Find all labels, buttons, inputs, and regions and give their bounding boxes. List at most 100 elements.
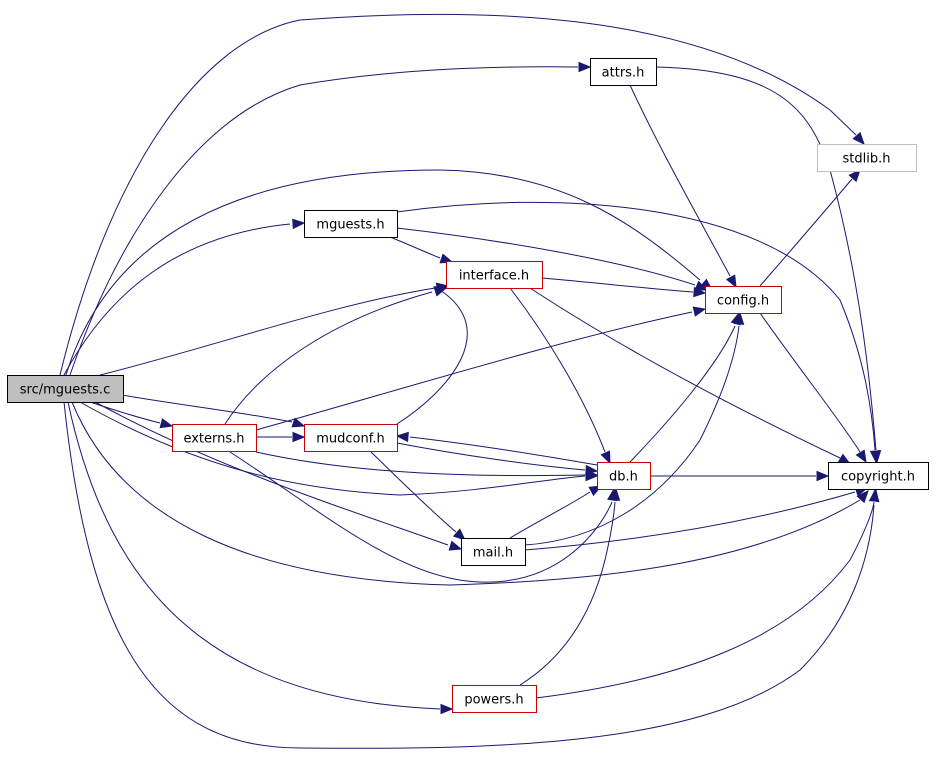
edge-interface-h-to-copyright-h	[529, 287, 852, 465]
edge-mguests-c-to-mguests-h	[63, 218, 306, 376]
node-stdlib-h[interactable]: stdlib.h	[817, 144, 917, 172]
edge-line	[629, 84, 731, 277]
arrowhead-icon	[852, 131, 865, 145]
edge-mguests-c-to-mail-h	[94, 401, 463, 551]
edge-mguests-c-to-copyright-h	[71, 401, 869, 586]
edge-line	[63, 223, 291, 376]
edge-line	[369, 450, 457, 533]
node-box	[817, 144, 917, 172]
edge-line	[509, 491, 591, 539]
edge-line	[409, 436, 598, 466]
node-mudconf-h[interactable]: mudconf.h	[304, 424, 398, 452]
arrowhead-icon	[725, 274, 737, 289]
edge-line	[396, 201, 876, 451]
node-label: copyright.h	[841, 470, 915, 485]
edge-interface-h-to-db-h	[509, 287, 611, 465]
arrowhead-icon	[607, 487, 618, 502]
edge-interface-h-to-config-h	[541, 277, 707, 298]
edge-line	[396, 442, 586, 471]
node-box	[304, 210, 398, 238]
node-mguests-h[interactable]: mguests.h	[304, 210, 398, 238]
arrowhead-icon	[855, 449, 867, 464]
edges-layer	[59, 13, 882, 749]
arrowhead-icon	[292, 218, 306, 230]
edge-line	[224, 291, 433, 425]
arrowhead-icon	[694, 280, 709, 291]
edge-line	[94, 401, 449, 546]
arrowhead-icon	[856, 490, 869, 504]
edge-line	[67, 401, 441, 710]
node-label: stdlib.h	[843, 152, 891, 167]
arrowhead-icon	[869, 450, 881, 464]
edge-mail-h-to-db-h	[509, 485, 603, 539]
arrowhead-icon	[448, 540, 463, 551]
node-db-h[interactable]: db.h	[597, 462, 651, 490]
edge-line	[65, 169, 701, 376]
arrowhead-icon	[869, 488, 880, 502]
node-copyright-h[interactable]: copyright.h	[828, 462, 929, 490]
arrowhead-icon	[600, 450, 611, 465]
edge-line	[529, 287, 841, 459]
node-box	[590, 58, 657, 86]
arrowhead-icon	[433, 286, 448, 297]
arrowhead-icon	[395, 431, 409, 443]
node-label: mudconf.h	[316, 432, 385, 447]
edge-config-h-to-copyright-h	[759, 312, 867, 464]
edge-mudconf-h-to-interface-h	[396, 286, 468, 425]
edge-externs-h-to-config-h	[255, 306, 707, 431]
arrowhead-icon	[292, 431, 306, 443]
node-config-h[interactable]: config.h	[705, 286, 782, 314]
node-label: interface.h	[459, 269, 529, 284]
node-box	[446, 261, 543, 289]
node-externs-h[interactable]: externs.h	[172, 424, 257, 452]
edge-externs-h-to-db-h	[229, 451, 618, 583]
edge-line	[63, 401, 875, 749]
node-label: src/mguests.c	[20, 383, 110, 398]
arrowhead-icon	[585, 464, 599, 476]
node-box	[7, 375, 124, 403]
edge-mguests-h-to-copyright-h	[396, 201, 881, 464]
node-label: config.h	[717, 294, 769, 309]
edge-line	[229, 451, 613, 583]
node-interface-h[interactable]: interface.h	[446, 261, 543, 289]
arrowhead-icon	[692, 306, 707, 317]
node-box	[597, 462, 651, 490]
edge-mguests-h-to-config-h	[396, 227, 709, 291]
node-powers-h[interactable]: powers.h	[452, 685, 537, 713]
edge-mguests-c-to-copyright-h	[63, 401, 880, 749]
node-attrs-h[interactable]: attrs.h	[590, 58, 657, 86]
node-box	[304, 424, 398, 452]
node-label: externs.h	[183, 432, 244, 447]
edge-line	[524, 325, 740, 546]
edge-mudconf-h-to-mail-h	[369, 450, 466, 541]
edge-powers-h-to-copyright-h	[535, 488, 880, 699]
node-box	[452, 685, 537, 713]
arrowhead-icon	[159, 418, 174, 429]
edge-mail-h-to-copyright-h	[524, 486, 869, 551]
edge-line	[71, 401, 861, 586]
edge-line	[99, 287, 436, 376]
edge-config-h-to-stdlib-h	[759, 169, 861, 287]
node-box	[172, 424, 257, 452]
node-mguests-c[interactable]: src/mguests.c	[7, 375, 124, 403]
arrowhead-icon	[578, 61, 592, 73]
edge-line	[255, 451, 586, 477]
node-mail-h[interactable]: mail.h	[461, 538, 526, 566]
edge-line	[759, 178, 853, 287]
edge-mguests-c-to-attrs-h	[69, 61, 592, 376]
node-label: mail.h	[473, 546, 513, 561]
node-box	[828, 462, 929, 490]
arrowhead-icon	[848, 169, 861, 183]
edge-mguests-c-to-powers-h	[67, 401, 454, 715]
edge-line	[629, 325, 736, 463]
edge-externs-h-to-interface-h	[224, 286, 448, 425]
node-label: attrs.h	[602, 66, 645, 81]
edge-line	[396, 227, 696, 286]
edge-db-h-to-mudconf-h	[395, 431, 598, 466]
edge-line	[519, 501, 616, 686]
edge-line	[69, 66, 579, 376]
node-label: db.h	[609, 470, 638, 485]
edge-mguests-c-to-externs-h	[89, 401, 174, 429]
node-label: mguests.h	[316, 218, 384, 233]
